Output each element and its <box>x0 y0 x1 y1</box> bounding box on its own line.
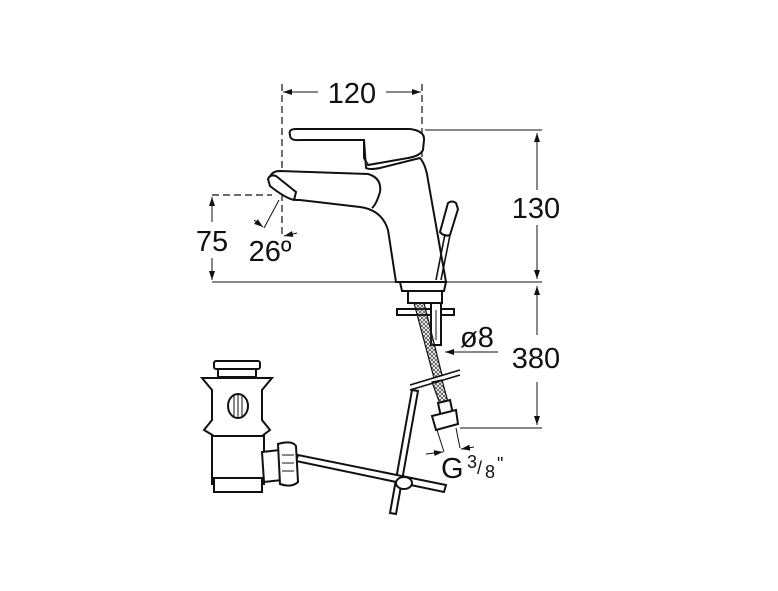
hose-length-label: 380 <box>512 343 560 375</box>
dimension-angle-26: 26º <box>249 199 298 268</box>
diameter-label: ø8 <box>460 322 494 354</box>
height-label: 130 <box>512 193 560 225</box>
drain-valve <box>199 360 300 493</box>
dimension-hose-380: 380 <box>460 286 560 429</box>
faucet-body <box>266 128 460 292</box>
angle-label: 26º <box>249 236 292 268</box>
dimension-thread: G 3 / 8 " <box>425 427 503 485</box>
thread-suffix: " <box>497 454 503 474</box>
thread-prefix: G <box>441 453 464 485</box>
dimension-spout-75: 75 <box>196 194 272 280</box>
dimension-diameter-8: ø8 <box>445 322 498 355</box>
width-label: 120 <box>328 78 376 110</box>
spout-height-label: 75 <box>196 226 228 258</box>
thread-slash: / <box>477 458 482 478</box>
thread-numerator: 3 <box>467 452 477 472</box>
thread-denominator: 8 <box>485 462 495 482</box>
mounting-assembly <box>396 290 461 432</box>
drain-rods <box>294 388 448 516</box>
dimension-height-130: 130 <box>212 129 560 283</box>
